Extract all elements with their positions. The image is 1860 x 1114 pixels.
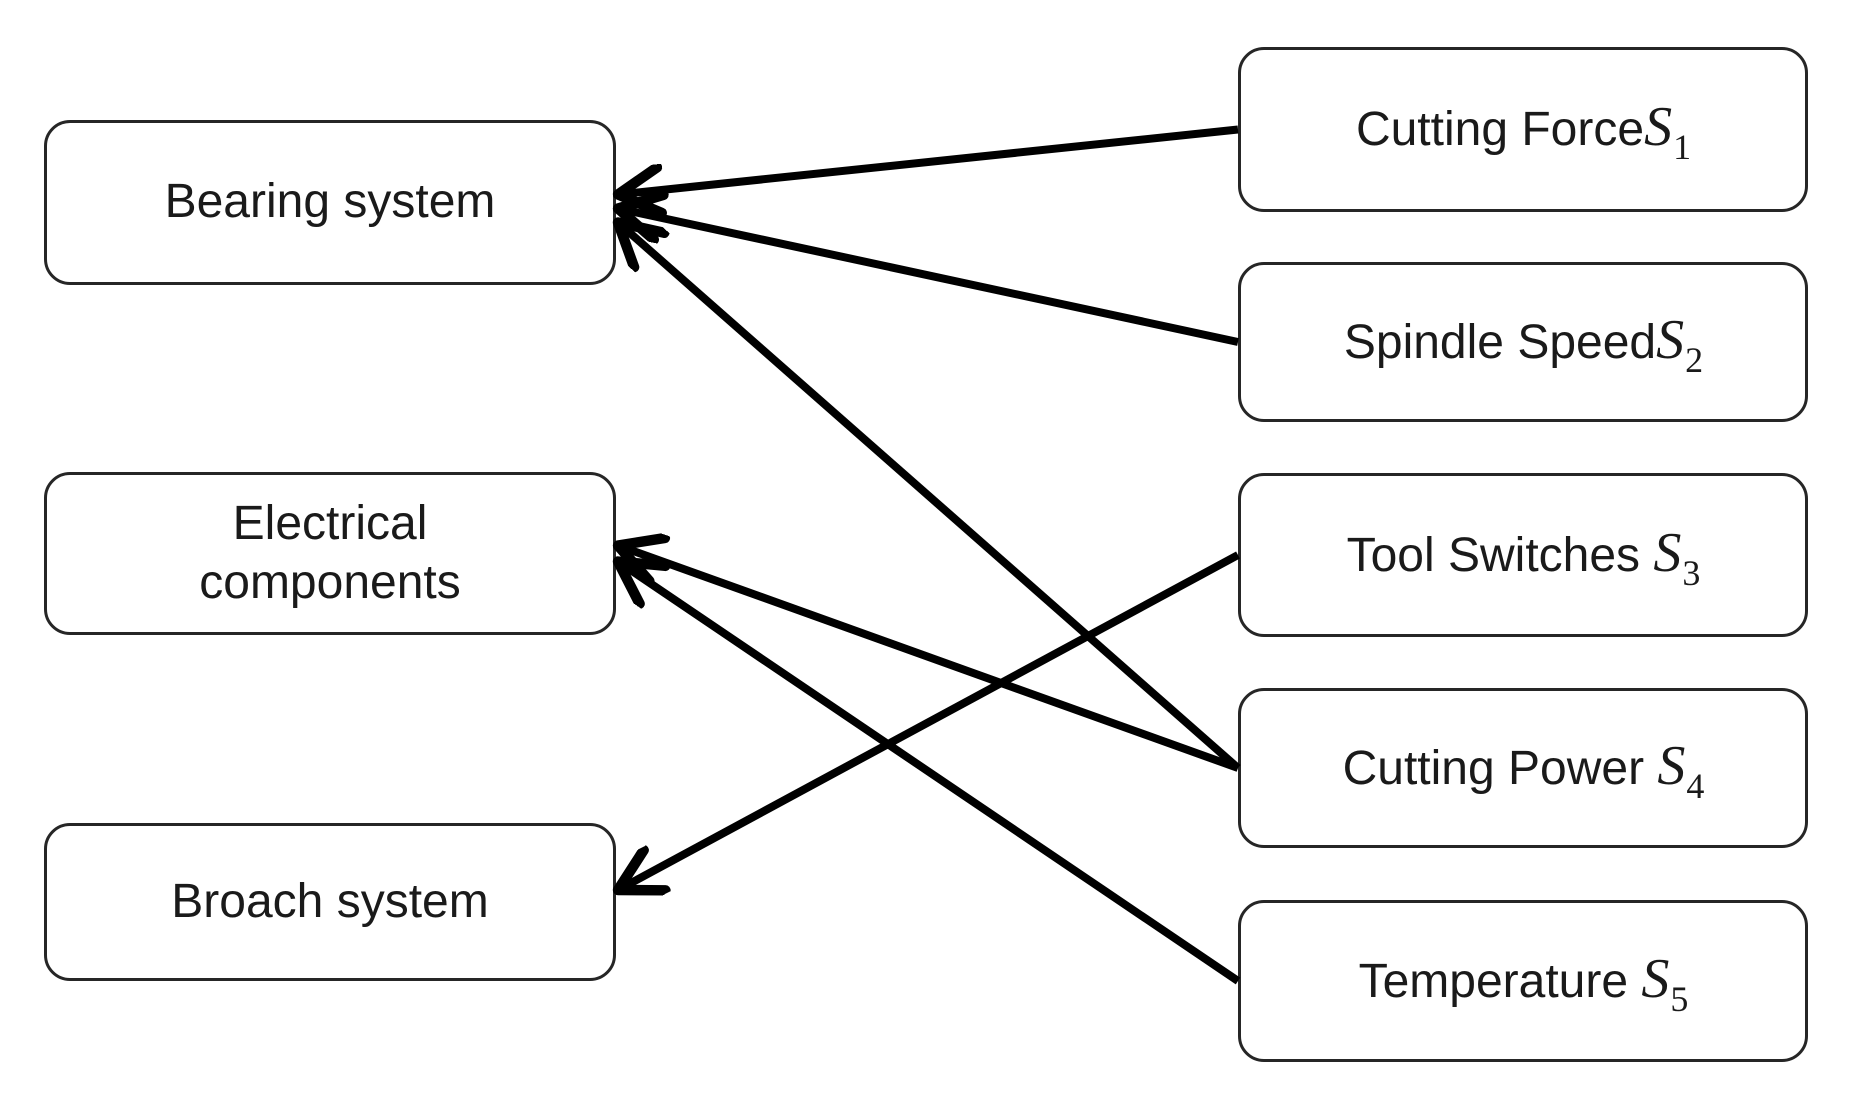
box-electrical-components: Electrical components bbox=[44, 472, 616, 635]
box-label: Broach system bbox=[171, 874, 489, 928]
arrow-s2-to-bearing-system bbox=[618, 209, 1239, 346]
box-broach-system: Broach system bbox=[44, 823, 616, 981]
box-label: Bearing system bbox=[164, 175, 496, 229]
arrow-s1-to-bearing-system bbox=[618, 125, 1239, 195]
box-bearing-system: Bearing system bbox=[44, 120, 616, 285]
arrow-s3-to-broach-system bbox=[618, 551, 1240, 890]
box-label-line1: Electrical bbox=[232, 496, 428, 550]
arrow-s5-to-electrical-components bbox=[618, 562, 1241, 985]
arrow-s4-to-bearing-system bbox=[618, 223, 1241, 772]
math-subscript: 3 bbox=[1682, 552, 1701, 593]
math-symbol: S bbox=[1657, 734, 1686, 797]
math-subscript: 4 bbox=[1686, 765, 1705, 806]
box-label-line2: components bbox=[199, 555, 461, 609]
math-symbol: S bbox=[1644, 96, 1673, 159]
math-symbol: S bbox=[1656, 308, 1685, 371]
math-subscript: 5 bbox=[1670, 978, 1689, 1019]
math-subscript: 1 bbox=[1673, 127, 1692, 168]
math-symbol: S bbox=[1641, 947, 1670, 1010]
math-subscript: 2 bbox=[1685, 339, 1704, 380]
arrow-s4-to-electrical-components bbox=[618, 546, 1240, 772]
math-symbol: S bbox=[1653, 521, 1682, 584]
